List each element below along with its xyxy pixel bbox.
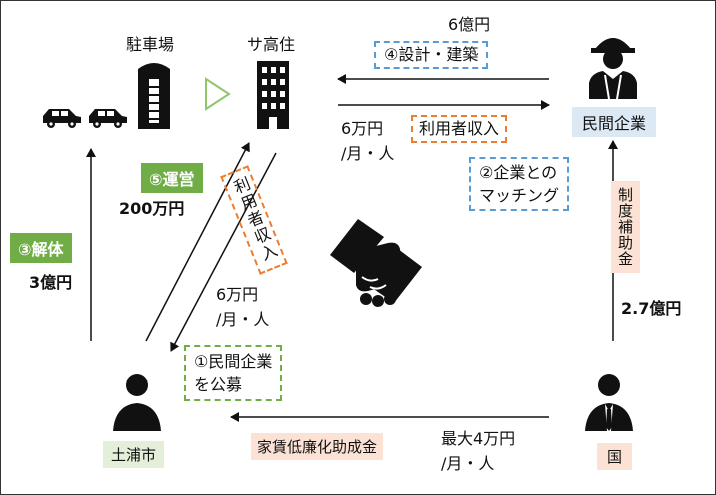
parking-label: 駐車場 [126,35,175,54]
worker-icon [589,38,637,99]
city-badge: 土浦市 [103,441,165,468]
demolition-cost: 3億円 [29,273,73,292]
country-badge: 国 [597,443,633,470]
official-icon [585,374,633,431]
arrow-city-to-housing [145,142,250,342]
user-income-amount-mid: 6万円 /月・人 [216,285,270,329]
handshake-icon [330,219,422,307]
subsidy-label: 制度補助金 [611,181,640,273]
step-operation: ⑤運営 [141,163,203,193]
subsidy-cost: 2.7億円 [621,299,682,318]
rent-subsidy-amount: 最大4万円 /月・人 [441,429,516,473]
housing-label: サ高住 [247,35,296,54]
rent-subsidy-label: 家賃低廉化助成金 [251,433,384,460]
operation-cost: 200万円 [119,199,185,218]
user-income-label-top: 利用者収入 [411,115,508,143]
user-income-amount-top: 6万円 /月・人 [341,119,395,163]
transform-triangle-icon [205,77,231,111]
step-recruit: ①民間企業 を公募 [184,345,283,402]
step-design-build: ④設計・建築 [374,41,489,69]
parking-building-icon [138,63,170,129]
step-matching: ②企業との マッチング [469,157,570,212]
step-demolition: ③解体 [10,233,72,263]
arrow-housing-to-city [170,152,277,352]
citizen-icon [113,374,161,431]
housing-building-icon [257,61,289,129]
private-company-badge: 民間企業 [572,107,657,137]
build-cost: 6億円 [448,15,491,34]
cars-icon [43,109,127,128]
